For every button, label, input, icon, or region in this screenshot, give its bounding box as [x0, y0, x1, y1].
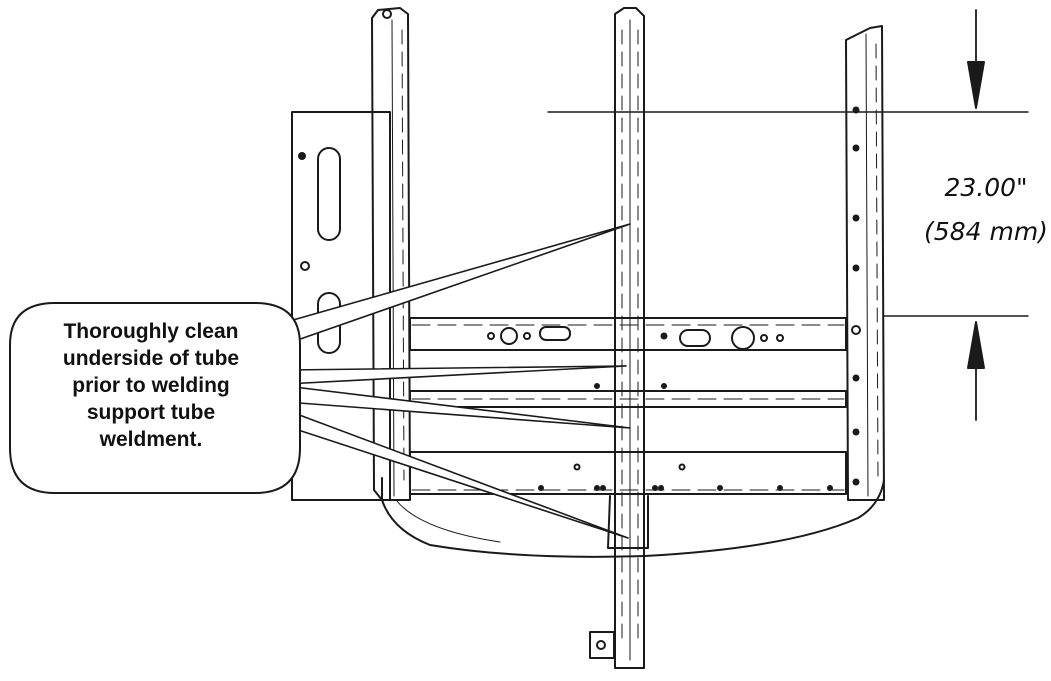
dimension-imperial: 23.00"	[944, 173, 1027, 202]
dimension-arrow-top-head	[967, 61, 985, 109]
callout-leader	[285, 409, 629, 539]
lower-tab	[589, 631, 615, 659]
center-vertical-tube	[614, 7, 645, 669]
callout-leader	[285, 365, 627, 385]
callout-line: weldment.	[99, 428, 203, 451]
lower-pan-inner	[395, 499, 501, 543]
weld-bracket	[607, 495, 649, 549]
dimension-metric: (584 mm)	[924, 217, 1048, 246]
upper-cross-member	[409, 317, 847, 351]
callout-line: underside of tube	[62, 347, 240, 370]
plate-hole	[300, 261, 310, 271]
callout-leader	[285, 223, 631, 345]
middle-cross-member	[409, 390, 847, 408]
tube-hole	[382, 9, 392, 19]
right-vertical-tube	[845, 25, 885, 501]
dimension-arrow-bottom-head	[967, 321, 985, 369]
callout-bubble	[9, 302, 301, 494]
plate-hole	[298, 152, 306, 160]
tab-hole	[596, 640, 606, 650]
slot-upper	[317, 147, 341, 241]
callout-line: Thoroughly clean	[63, 320, 239, 343]
callout-text: Thoroughly clean underside of tube prior…	[12, 318, 290, 453]
lower-cross-member	[409, 451, 847, 495]
callout-line: prior to welding	[72, 374, 230, 397]
left-vertical-tube	[371, 7, 411, 501]
callout-line: support tube	[86, 401, 216, 424]
